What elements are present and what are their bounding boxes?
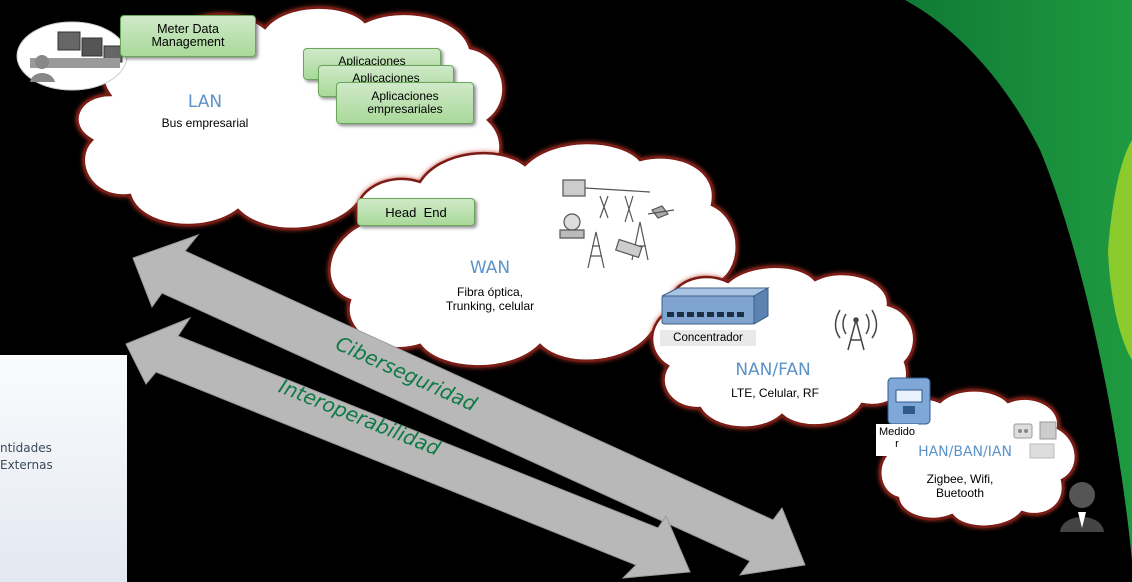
smart-meter-icon [887,377,931,425]
antenna-icon [834,309,878,351]
home-devices-icon [1013,421,1057,459]
head-end-label: Head End [385,204,447,220]
han-description: Zigbee, Wifi, Buetooth [905,472,1015,500]
transmission-towers-icon [559,179,675,269]
interoperabilidad-arrow [125,316,691,579]
external-entities-label: ntidades Externas [0,440,53,474]
external-entities-panel [0,355,127,582]
green-corner-shape [905,0,1132,560]
app-label-2: Aplicaciones [352,71,420,85]
wan-desc-line2: Trunking, celular [445,299,535,313]
han-title: HAN/BAN/IAN [918,444,1012,460]
medidor-label: Medido r [876,424,918,456]
concentrator-device-icon [661,287,770,325]
han-desc-line1: Zigbee, Wifi, [926,472,994,486]
nanfan-subtitle: LTE, Celular, RF [731,386,819,400]
wan-desc-line1: Fibra óptica, [456,285,524,299]
aplicaciones-empresariales-box: Aplicaciones empresariales [336,82,474,124]
nanfan-title: NAN/FAN [735,360,811,380]
wan-description: Fibra óptica, Trunking, celular [405,285,575,313]
wan-title: WAN [469,258,511,278]
mdm-label-line1: Meter Data [157,22,219,36]
app-label-1: Aplicaciones [338,54,406,68]
meter-data-management-box: Meter Data Management [120,15,256,57]
medidor-line1: Medido [878,426,916,438]
workstation-icon [16,21,128,91]
user-person-icon [1060,482,1104,532]
han-desc-line2: Buetooth [935,486,985,500]
concentrador-label: Concentrador [660,330,756,346]
external-line2: Externas [0,458,53,472]
ciberseguridad-arrow [132,233,806,576]
lan-title: LAN [187,92,223,112]
app-label-3-line1: Aplicaciones [371,89,439,103]
app-label-3-line2: empresariales [367,102,443,116]
mdm-label-line2: Management [151,35,225,49]
head-end-box: Head End [357,198,475,226]
medidor-line2: r [895,438,899,450]
external-line1: ntidades [0,441,52,455]
lime-corner-shape [1108,140,1132,360]
lan-subtitle: Bus empresarial [161,116,249,130]
